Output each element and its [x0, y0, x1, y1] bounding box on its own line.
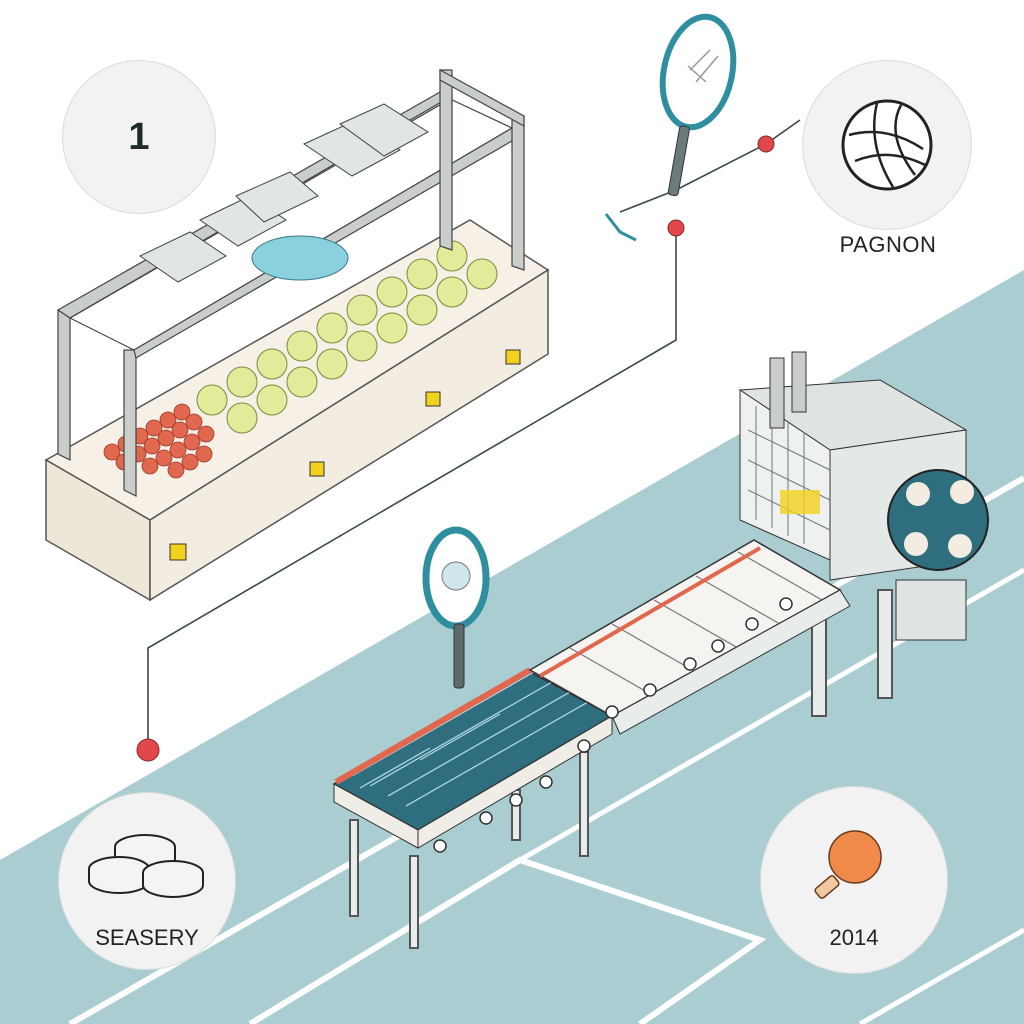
volleyball-badge: [802, 60, 972, 230]
tennis-ball-rows: [196, 240, 498, 434]
product-wheel: [887, 469, 989, 571]
pucks-badge: SEASERY: [58, 792, 236, 970]
ping-pong-badge: 2014: [760, 786, 948, 974]
conveyor-line: [332, 351, 989, 949]
step-number-badge: 1: [62, 60, 216, 214]
pucks-label: SEASERY: [95, 925, 199, 950]
pucks-icon: [88, 834, 204, 898]
year-label: 2014: [829, 925, 879, 950]
connector-dot: [667, 219, 685, 237]
sticker-icon: [505, 349, 521, 365]
volleyball-label: PAGNON: [839, 232, 937, 257]
ball-sorting-machine: [44, 68, 550, 602]
sticker-icon: [169, 543, 187, 561]
roller-wheels: [433, 597, 793, 853]
connector-dot: [136, 738, 160, 762]
ping-pong-paddle-icon: [814, 830, 882, 899]
volleyball-icon: [841, 99, 933, 191]
blue-tray: [251, 235, 349, 281]
sticker-icon: [309, 461, 325, 477]
tennis-racket-icon: [659, 13, 737, 197]
connector-dot: [757, 135, 775, 153]
step-number: 1: [128, 115, 150, 158]
tennis-racket-icon: [422, 526, 490, 689]
sticker-icon: [425, 391, 441, 407]
sorting-heads: [139, 103, 429, 283]
